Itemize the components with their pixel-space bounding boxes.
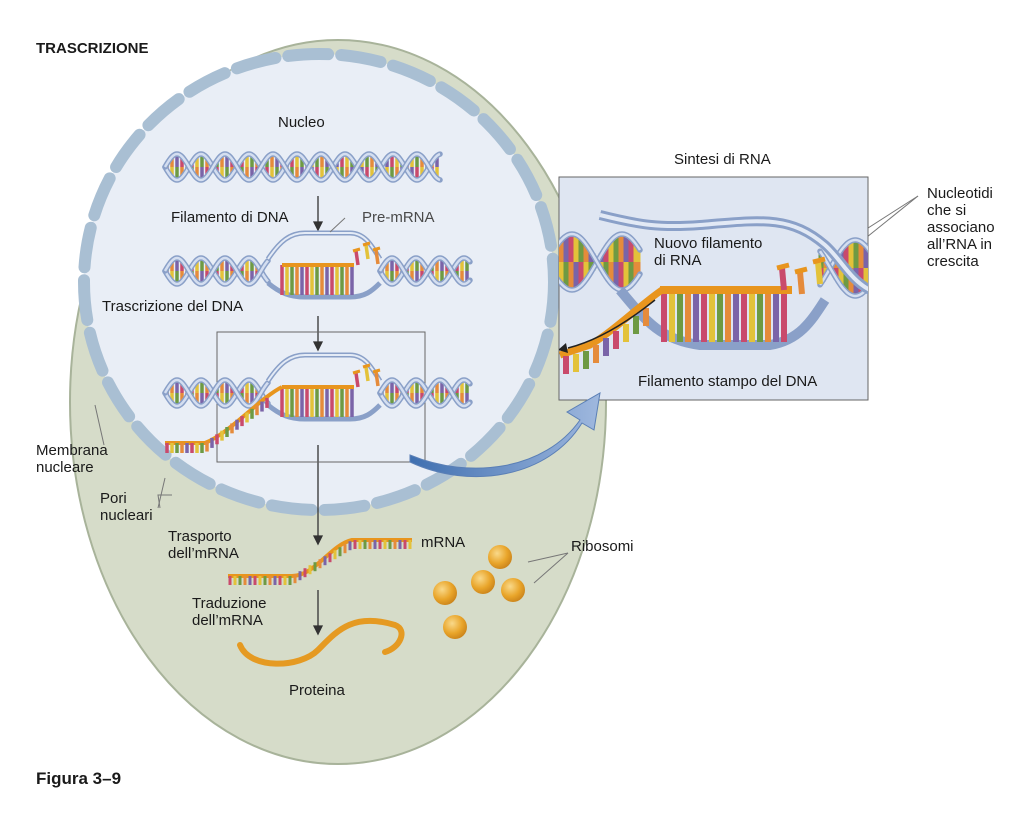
transcription-bubble-2 bbox=[162, 352, 473, 453]
label-traduzione-mrna: Traduzione dell’mRNA bbox=[192, 595, 267, 629]
dna-backbone-highlight bbox=[163, 152, 441, 182]
dna-backbone-highlight bbox=[163, 378, 269, 408]
ribosomes bbox=[433, 545, 525, 639]
inset-free-nucleotide-cap bbox=[776, 262, 790, 271]
free-nucleotide-cap bbox=[362, 363, 371, 369]
figure-caption: Figura 3–9 bbox=[36, 769, 122, 788]
inset-rna-synthesis bbox=[559, 210, 868, 374]
inset-direction-arrowhead bbox=[559, 343, 568, 353]
label-nucleotidi: Nucleotidi che si associano all’RNA in c… bbox=[927, 185, 995, 270]
label-pori-nucleari: Pori nucleari bbox=[100, 490, 153, 524]
inset-coding-highlight bbox=[599, 213, 868, 292]
free-nucleotide-cap bbox=[352, 247, 361, 253]
free-nucleotide-cap bbox=[372, 246, 381, 252]
diagram-title: TRASCRIZIONE bbox=[36, 40, 149, 57]
label-membrana-nucleare: Membrana nucleare bbox=[36, 442, 108, 476]
label-trasporto-mrna: Trasporto dell’mRNA bbox=[168, 528, 239, 562]
label-filamento-stampo: Filamento stampo del DNA bbox=[638, 373, 818, 390]
ribosome bbox=[433, 581, 457, 605]
free-nucleotide-cap bbox=[352, 369, 361, 375]
free-nucleotide-cap bbox=[362, 241, 371, 247]
label-nuovo-filamento: Nuovo filamento di RNA bbox=[654, 235, 763, 269]
process-arrows bbox=[312, 196, 324, 636]
coding-strand-highlight bbox=[267, 232, 381, 260]
mrna-backbone bbox=[228, 538, 412, 578]
dna-backbone-highlight bbox=[163, 256, 269, 286]
label-nucleo: Nucleo bbox=[278, 114, 325, 131]
nuclear-membrane bbox=[78, 48, 560, 516]
label-proteina: Proteina bbox=[289, 682, 345, 699]
inset-free-nucleotide bbox=[779, 267, 787, 291]
dna-backbone-highlight bbox=[378, 256, 471, 286]
dna-helix-1 bbox=[162, 151, 443, 183]
dna-backbone-highlight bbox=[378, 256, 471, 286]
label-filamento-dna: Filamento di DNA bbox=[171, 209, 289, 226]
transcription-bubble-1 bbox=[162, 230, 473, 300]
dna-backbone-highlight bbox=[559, 232, 642, 292]
zoom-arrow bbox=[409, 392, 601, 478]
free-nucleotide bbox=[354, 250, 360, 266]
inset-free-nucleotide-cap bbox=[794, 266, 808, 275]
dna-backbone-highlight bbox=[378, 378, 471, 408]
coding-strand-highlight bbox=[267, 354, 381, 382]
label-mrna: mRNA bbox=[421, 534, 466, 551]
dna-backbone-highlight bbox=[818, 250, 868, 298]
free-nucleotide bbox=[364, 366, 370, 382]
inset-free-nucleotide bbox=[815, 261, 823, 285]
dna-backbone-highlight bbox=[163, 256, 269, 286]
ribosome bbox=[471, 570, 495, 594]
template-strand bbox=[266, 281, 382, 300]
dna-backbone-highlight bbox=[163, 152, 441, 182]
label-ribosomi: Ribosomi bbox=[571, 538, 634, 555]
dna-backbone-highlight bbox=[378, 378, 471, 408]
label-trascrizione-dna: Trascrizione del DNA bbox=[102, 298, 244, 315]
label-pre-mrna: Pre-mRNA bbox=[362, 209, 435, 226]
inset-title: Sintesi di RNA bbox=[674, 151, 771, 168]
free-nucleotide bbox=[374, 249, 380, 265]
ribosome bbox=[501, 578, 525, 602]
ribosome bbox=[488, 545, 512, 569]
inset-rna-tail bbox=[559, 287, 664, 359]
ribosome bbox=[443, 615, 467, 639]
mrna-strand bbox=[228, 538, 412, 585]
template-strand bbox=[266, 403, 382, 422]
inset-direction-arrow bbox=[567, 299, 656, 349]
inset-free-nucleotide bbox=[797, 271, 805, 295]
free-nucleotide-cap bbox=[372, 368, 381, 374]
inset-free-nucleotide-cap bbox=[812, 256, 826, 265]
free-nucleotide bbox=[374, 371, 380, 387]
dna-backbone-highlight bbox=[163, 378, 269, 408]
free-nucleotide bbox=[364, 244, 370, 260]
inset-template-strand bbox=[616, 286, 830, 350]
free-nucleotide bbox=[354, 372, 360, 388]
protein-chain bbox=[237, 617, 405, 667]
